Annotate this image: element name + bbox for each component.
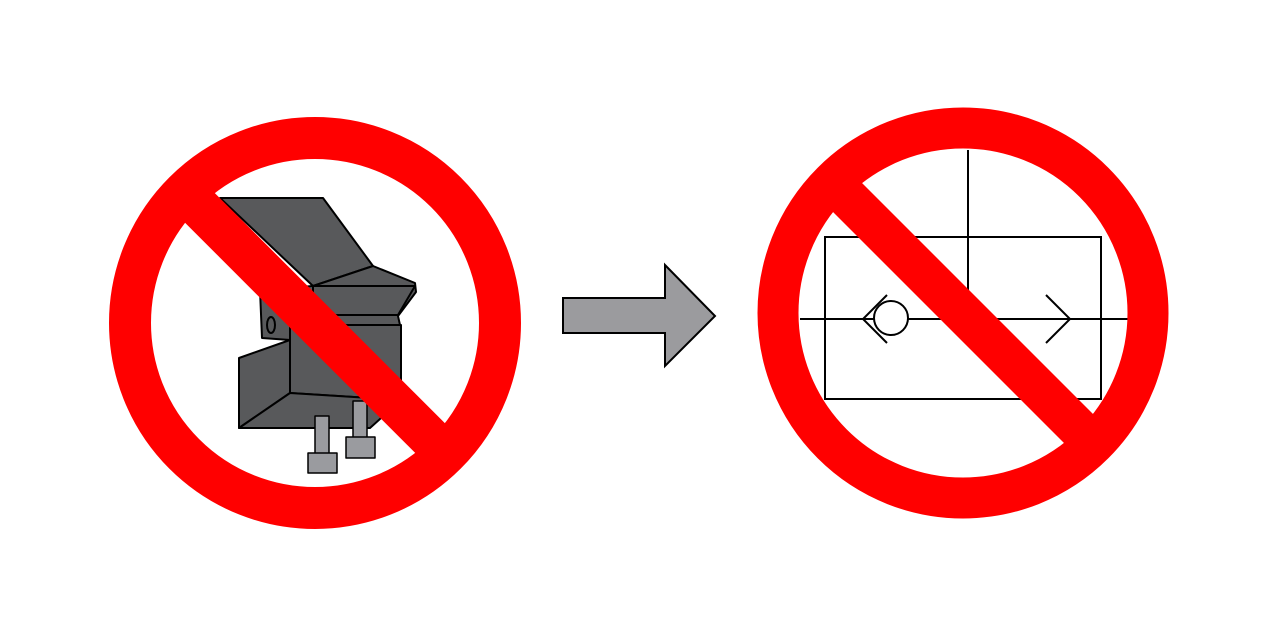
prohibition-sign-right — [757, 107, 1169, 519]
right-arrow-icon — [562, 262, 717, 369]
bolt — [307, 400, 376, 474]
valve-schematic-symbol — [800, 150, 1128, 400]
prohibition-sign-left — [109, 117, 521, 529]
